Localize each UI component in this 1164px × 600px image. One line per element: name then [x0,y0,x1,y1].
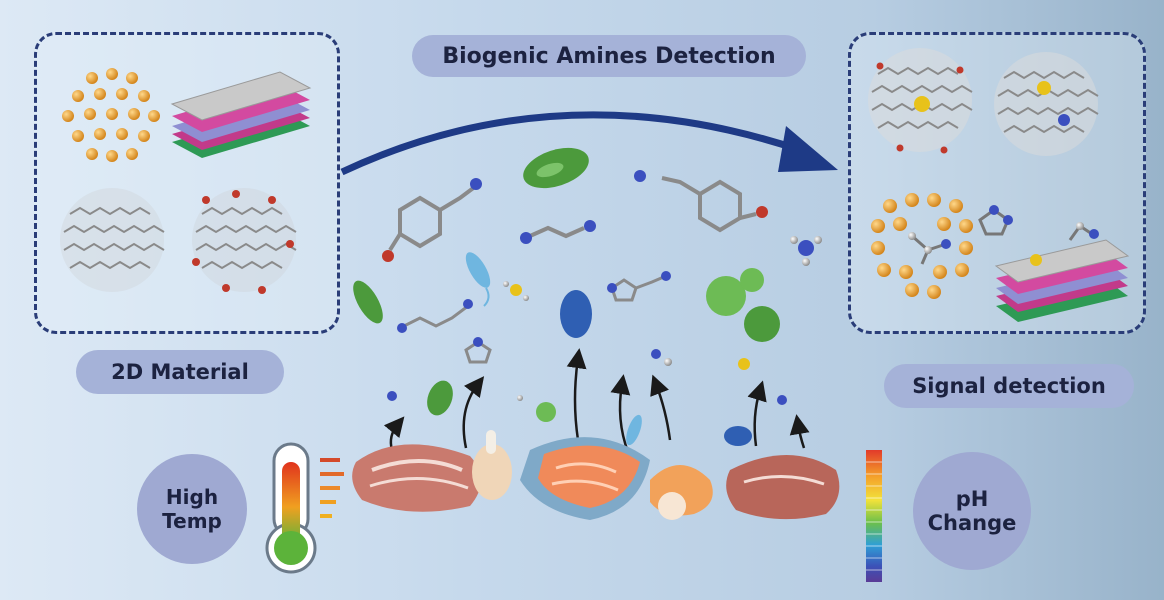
process-arrow [340,111,802,176]
meat-steak-icon [352,444,481,512]
graphene-oxide-sheet-icon [192,188,297,294]
title-text: Biogenic Amines Detection [442,43,776,69]
right-label-pill: Signal detection [884,364,1134,408]
green-bacterium-icon [523,147,589,189]
title-pill: Biogenic Amines Detection [412,35,806,77]
small-bacteria-icon [427,380,752,446]
fish-fillet-icon [520,437,650,520]
layered-material-stack-icon [170,71,312,158]
doped-graphene-nitrogen-icon [994,52,1099,156]
small-amine-molecule-icon [397,299,473,333]
flagellated-bacterium-icon [465,252,491,307]
shrimp-icon [650,465,713,520]
tyramine-molecule-icon-2 [634,170,768,233]
left-label-text: 2D Material [111,360,249,384]
ph-line1: pH [955,487,989,511]
histamine-molecule-icon-2 [464,337,492,364]
rod-bacterium-icon [353,280,383,324]
graphene-sheet-icon [60,188,165,292]
layered-stack-adsorbate-icon [994,222,1130,322]
temp-line2: Temp [162,509,222,533]
doped-graphene-sulfur-icon [868,48,973,154]
ph-color-scale-icon [866,450,882,582]
putrescine-molecule-icon [520,220,596,244]
chicken-drumstick-icon [472,430,512,500]
ammonia-molecule-icon [790,236,822,266]
small-molecule-icon-3 [387,349,787,405]
right-label-text: Signal detection [912,374,1106,398]
high-temp-circle: High Temp [137,454,247,564]
histamine-molecule-icon [607,271,671,302]
beef-chunk-icon [726,455,840,520]
process-arrow-head [778,126,838,172]
gold-lattice-icon [62,68,160,162]
blue-bacterium-icon [560,290,592,338]
gold-lattice-amine-icon [871,193,1013,299]
left-label-pill: 2D Material [76,350,284,394]
release-arrows [383,348,810,453]
temp-line1: High [165,485,219,509]
spiky-bacteria-cluster-icon [706,268,780,342]
ph-change-circle: pH Change [913,452,1031,570]
thiol-molecule-icon [503,281,529,301]
thermometer-icon [265,442,344,574]
ph-line2: Change [927,511,1017,535]
tyramine-molecule-icon [382,178,482,262]
